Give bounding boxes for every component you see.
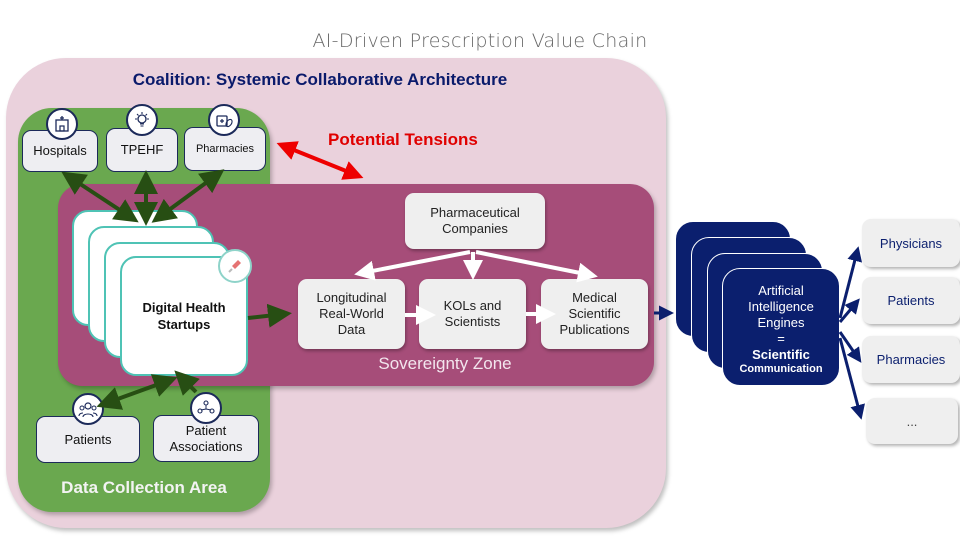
arrow-pharmacies-startups (151, 169, 225, 223)
ai-line: Engines (757, 315, 805, 330)
output-patients[interactable]: Patients (862, 277, 960, 324)
diagram-title: AI-Driven Prescription Value Chain (312, 30, 648, 52)
data-collection-label: Data Collection Area (61, 478, 227, 497)
arrow-ai-patients (838, 298, 860, 323)
navy-arrows (654, 246, 865, 420)
output-label: Physicians (879, 235, 943, 251)
red-tension-arrow (276, 141, 364, 180)
ai-engines[interactable]: Artificial Intelligence Engines = Scient… (722, 268, 840, 386)
arrow-pharma-pubs (475, 250, 598, 283)
entity-label: Patient Associations (169, 422, 243, 454)
arrow-ai-more (838, 337, 865, 420)
output-label: ... (906, 413, 918, 429)
rocket-icon (218, 249, 252, 283)
network-people-icon (190, 392, 222, 424)
longitudinal-rwd[interactable]: Longitudinal Real-World Data (298, 279, 405, 349)
pharmacy-icon (208, 104, 240, 136)
arrow-associations-startups (174, 370, 200, 396)
arrow-tensions (276, 141, 364, 180)
entity-label: TPEHF (120, 142, 164, 157)
entity-label: Patients (64, 431, 112, 447)
ai-line: Intelligence (748, 299, 814, 314)
coalition-title: Coalition: Systemic Collaborative Archit… (132, 70, 508, 89)
kols-and-scientists[interactable]: KOLs and Scientists (419, 279, 526, 349)
lightbulb-icon (126, 104, 158, 136)
rwd-label: Longitudinal Real-World Data (316, 290, 387, 337)
arrow-hospitals-startups (61, 171, 139, 223)
pubs-label: Medical Scientific Publications (559, 290, 630, 337)
ai-equals: = (777, 331, 785, 346)
ai-line: Artificial (758, 283, 804, 298)
sovereignty-zone-label: Sovereignty Zone (378, 354, 512, 373)
potential-tensions-label: Potential Tensions (328, 130, 478, 149)
output-more[interactable]: ... (866, 398, 958, 444)
kols-label: KOLs and Scientists (443, 298, 502, 329)
arrow-patients-startups (96, 374, 178, 410)
arrow-startups-rwd (247, 303, 292, 328)
startups-label: Digital Health Startups (142, 300, 226, 332)
arrow-pharma-rwd (354, 250, 471, 281)
entity-label: Pharmacies (195, 143, 255, 155)
entity-label: Hospitals (33, 143, 87, 158)
entity-patients[interactable]: Patients (36, 416, 140, 463)
ai-bold: Scientific (752, 347, 810, 362)
output-label: Patients (887, 293, 935, 308)
white-arrows (354, 250, 598, 325)
arrow-ai-pharmacies (838, 331, 862, 363)
pharmaceutical-companies[interactable]: Pharmaceutical Companies (405, 193, 545, 249)
entity-patient-associations[interactable]: Patient Associations (153, 415, 259, 462)
medical-publications[interactable]: Medical Scientific Publications (541, 279, 648, 349)
ai-bold: Communication (739, 363, 823, 375)
output-physicians[interactable]: Physicians (862, 219, 960, 267)
entity-tpehf[interactable]: TPEHF (106, 128, 178, 172)
pharma-label: Pharmaceutical Companies (430, 205, 520, 236)
hospital-icon (46, 108, 78, 140)
output-pharmacies[interactable]: Pharmacies (862, 336, 960, 383)
output-label: Pharmacies (876, 352, 946, 367)
green-arrows (61, 169, 292, 410)
arrow-ai-physicians (838, 246, 863, 319)
